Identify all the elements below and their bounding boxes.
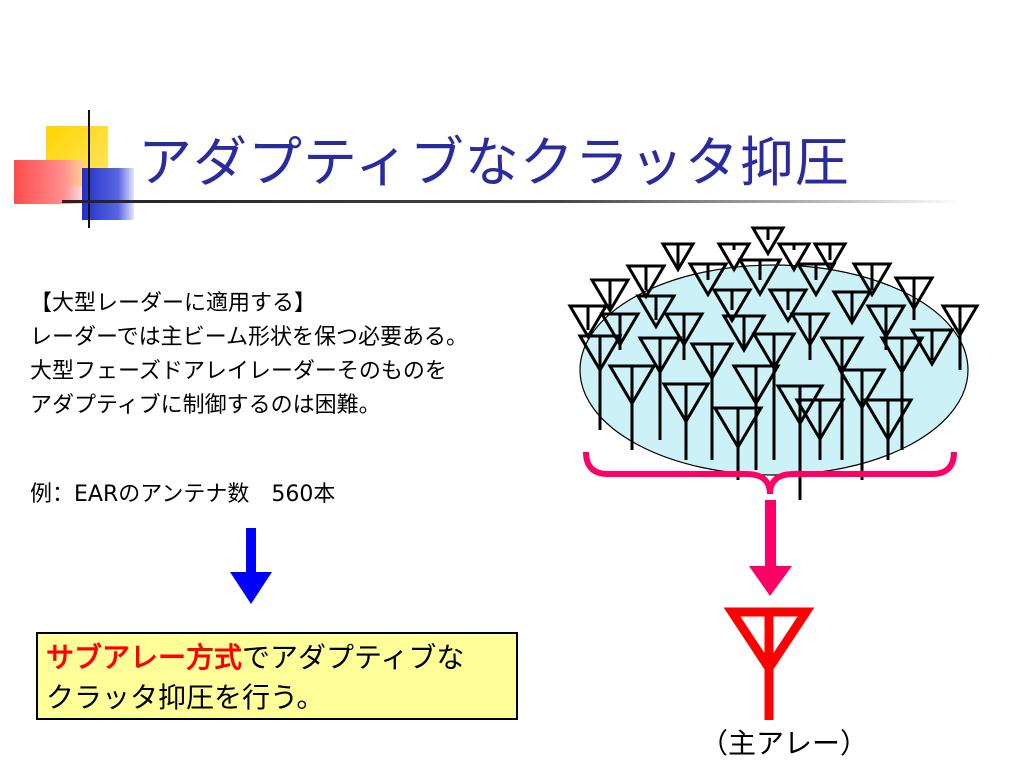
highlight-line-1: サブアレー方式でアダプティブな [46, 638, 508, 678]
highlight-line-2: クラッタ抑圧を行う。 [46, 681, 325, 714]
example-line: 例：EARのアンテナ数 560本 [30, 482, 336, 507]
slide-title: アダプティブなクラッタ抑圧 [138, 131, 850, 194]
highlight-rest: でアダプティブな [242, 641, 465, 674]
deco-red-square [14, 160, 84, 204]
subarray-diagram [567, 226, 980, 720]
text-line-2: レーダーでは主ビーム形状を保つ必要ある。 [30, 325, 469, 350]
deco-blue-square [82, 168, 134, 220]
main-array-caption: （主アレー） [700, 727, 869, 760]
feed-arrow-icon [749, 566, 792, 596]
highlight-box: サブアレー方式でアダプティブな クラッタ抑圧を行う。 [36, 632, 518, 720]
title-divider [62, 200, 962, 203]
deco-vertical-line [88, 110, 90, 228]
subarray-combiner [583, 451, 957, 495]
down-arrow-icon [230, 528, 272, 604]
main-antenna-icon [723, 607, 815, 720]
text-line-4: アダプティブに制御するのは困難。 [30, 393, 381, 418]
feed-line [765, 500, 776, 570]
text-line-1: 【大型レーダーに適用する】 [30, 291, 317, 316]
text-line-3: 大型フェーズドアレイレーダーそのものを [30, 359, 447, 384]
highlight-emphasis: サブアレー方式 [46, 641, 243, 674]
antenna-elements [567, 226, 980, 500]
